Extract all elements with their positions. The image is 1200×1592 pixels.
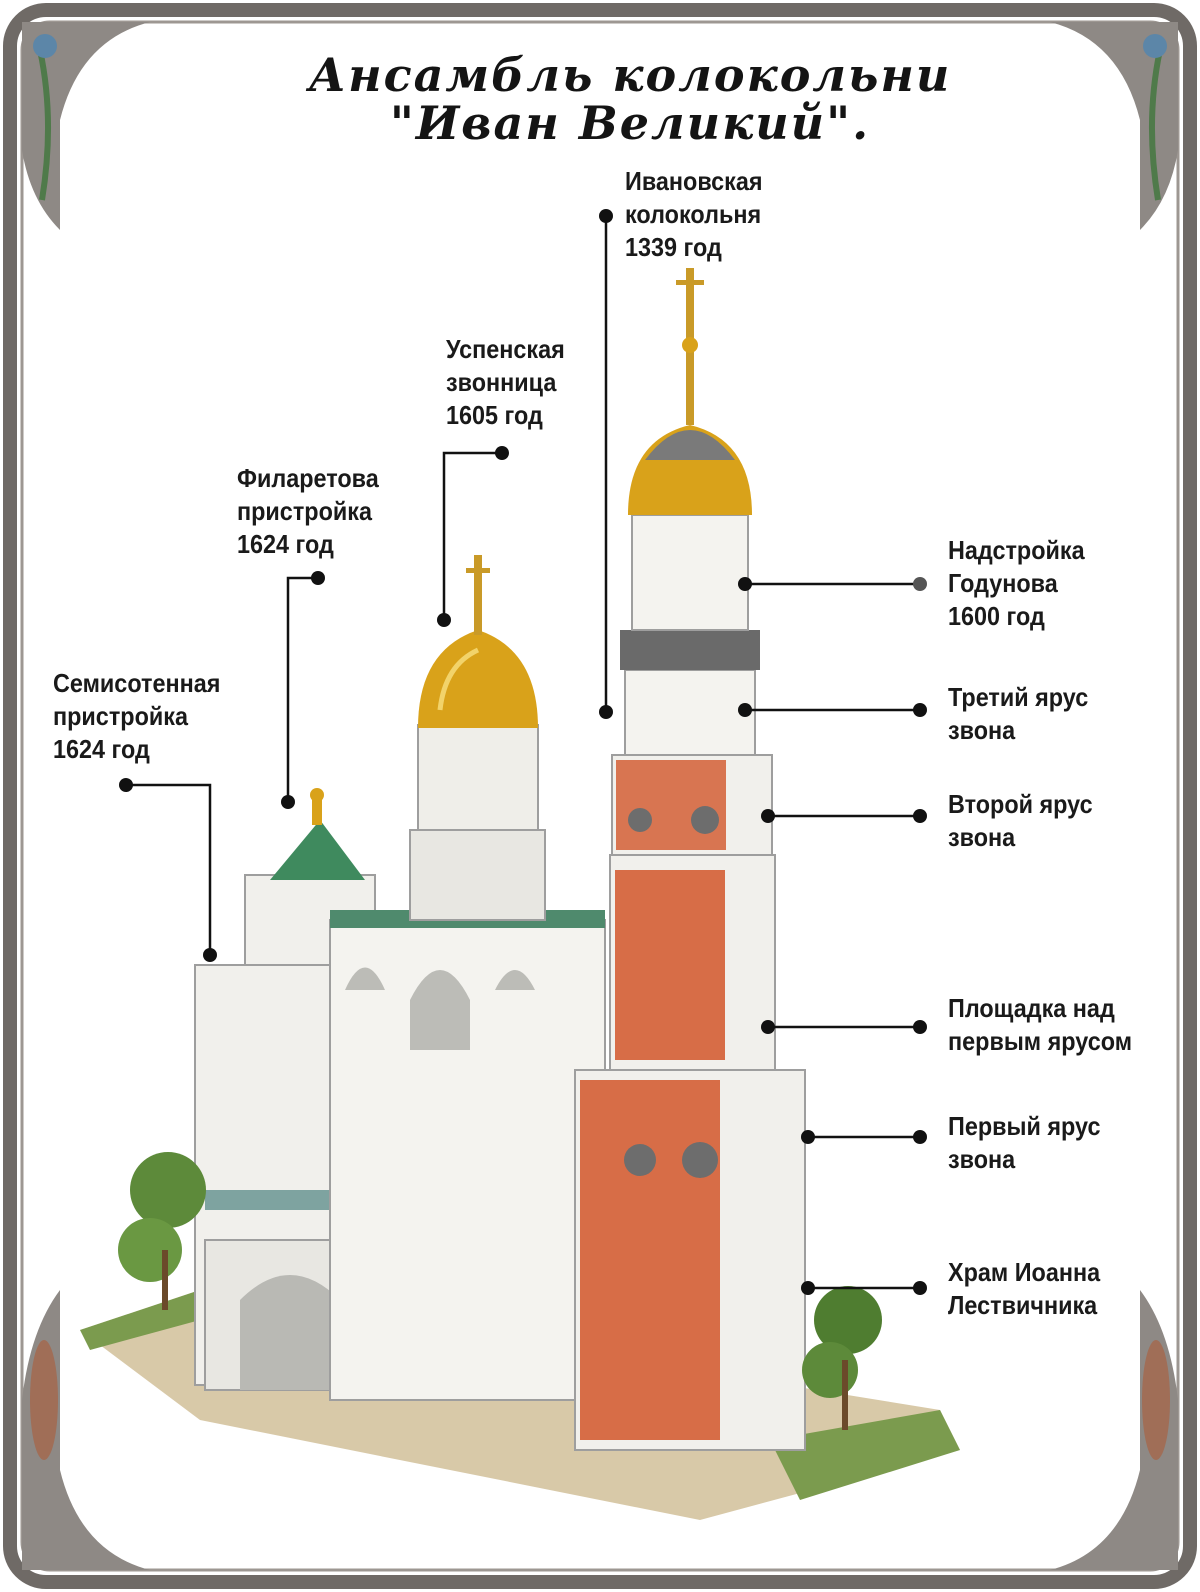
corner-ornament-top-right: [1050, 22, 1178, 230]
marker-dot: [599, 209, 613, 223]
marker-dot: [801, 1281, 815, 1295]
corner-ornament-bottom-right: [1050, 1290, 1178, 1570]
label-khram: Храм Иоанна Лествичника: [948, 1257, 1101, 1320]
leader-filaretova: [286, 576, 318, 802]
leader-semisotennaya: [126, 783, 212, 955]
label-ploshchadka: Площадка над первым ярусом: [948, 993, 1133, 1056]
title-line-2: "Иван Великий".: [389, 96, 871, 150]
label-semisotennaya: Семисотенная пристройка 1624 год: [53, 668, 221, 764]
marker-dot: [761, 1020, 775, 1034]
marker-dot: [913, 1130, 927, 1144]
label-nadstroyka: Надстройка Годунова 1600 год: [948, 535, 1085, 631]
marker-dot: [738, 703, 752, 717]
uspenskaya-belfry: [329, 555, 606, 1401]
marker-dot: [913, 809, 927, 823]
marker-dot: [599, 705, 613, 719]
corner-ornament-bottom-left: [22, 1290, 150, 1570]
marker-dot: [119, 778, 133, 792]
marker-dot: [437, 613, 451, 627]
marker-dot: [913, 1281, 927, 1295]
label-filaretova: Филаретова пристройка 1624 год: [237, 463, 379, 559]
marker-dot: [913, 1020, 927, 1034]
ivanovskaya-bell-tower: [574, 268, 806, 1451]
marker-dot: [913, 703, 927, 717]
label-uspenskaya: Успенская звонница 1605 год: [446, 334, 565, 430]
marker-dot: [913, 577, 927, 591]
marker-dot: [311, 571, 325, 585]
marker-dot: [738, 577, 752, 591]
corner-ornament-top-left: [22, 22, 150, 230]
label-perviy: Первый ярус звона: [948, 1111, 1101, 1174]
marker-dot: [203, 948, 217, 962]
marker-dot: [761, 809, 775, 823]
marker-dot: [281, 795, 295, 809]
marker-dot: [495, 446, 509, 460]
label-vtoroy: Второй ярус звона: [948, 789, 1093, 852]
marker-dot: [801, 1130, 815, 1144]
tree-right: [802, 1286, 882, 1430]
leader-uspenskaya: [442, 451, 502, 620]
label-tretiy: Третий ярус звона: [948, 682, 1089, 745]
title-line-1: Ансамбль колокольни: [308, 48, 952, 102]
label-ivanovskaya: Ивановская колокольня 1339 год: [625, 166, 763, 262]
tree-left: [118, 1152, 206, 1310]
